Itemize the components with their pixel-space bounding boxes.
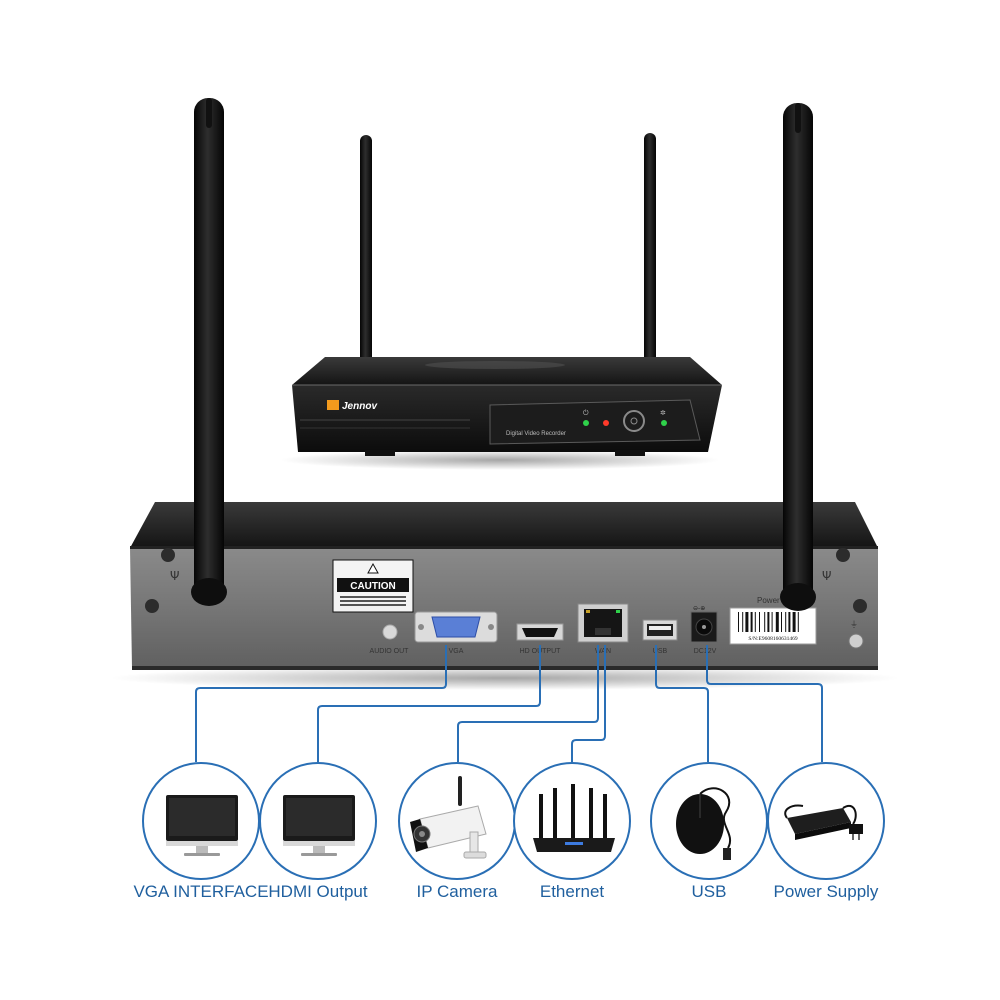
caution-sticker: CAUTION [332,559,414,613]
usb-port [642,619,678,641]
power-supply-label: Power Supply [773,882,879,901]
brand-name: Jennov [342,401,378,412]
dc-power-port: ⊖-⊕ [690,605,718,643]
usb-circle [650,762,768,880]
ip-camera-icon [410,776,487,859]
serial-label: S/N:E9608160631469 [748,636,797,642]
ethernet-label: Ethernet [539,882,605,901]
hdmi-line [317,645,541,762]
power-supply-circle [767,762,885,880]
network-led [661,420,667,426]
caution-title: CAUTION [350,581,396,592]
vga-interface-label: VGA INTERFACE [133,882,269,901]
dc12v-label: DC12V [694,648,717,655]
front-button [623,410,645,432]
ethernet-line [571,645,606,762]
monitor-icon [166,795,238,856]
mouse-icon [676,787,731,860]
antenna-front-right [783,103,813,603]
ethernet-circle [513,762,631,880]
antenna-back-right [644,133,656,365]
nvr-front-view: Jennov Digital Video Recorder ⏻ ✲ [280,133,722,470]
svg-text:⊖-⊕: ⊖-⊕ [693,605,705,612]
vga-label: VGA [449,648,464,655]
power-adapter-icon [784,804,863,840]
usb-label: USB [653,648,668,655]
svg-text:⏻: ⏻ [583,409,589,417]
hdmi-output-label: HDMI Output [268,882,368,901]
svg-text:Ψ: Ψ [170,569,179,583]
hdd-led [603,420,609,426]
wan-port [577,603,629,643]
usb-line [655,645,709,762]
router-icon [533,784,615,852]
hdmi-output-circle [259,762,377,880]
connection-lines [195,645,823,762]
svg-text:⏚: ⏚ [850,620,858,629]
monitor-icon [283,795,355,856]
usb-label-text: USB [691,882,727,901]
wan-label: WAN [595,648,611,655]
ip-camera-circle [398,762,516,880]
vga-line [195,645,447,762]
vga-port [414,611,498,643]
svg-text:Ψ: Ψ [822,569,831,583]
vga-interface-circle [142,762,260,880]
hdmi-port [516,623,564,641]
ground-screw [848,633,864,649]
power-led [583,420,589,426]
brand-logo-icon [327,400,339,410]
antenna-back-left [360,135,372,365]
antenna-front-left [194,98,224,598]
power-line [706,645,823,762]
svg-text:✲: ✲ [660,409,666,417]
nvr-rear-view: Ψ Ψ CAUTION AUDIO OUT VGA HD OUTPUT [110,98,900,690]
front-panel-text: Digital Video Recorder [506,431,566,437]
ip-camera-line [457,645,599,762]
audio-out-label: AUDIO OUT [370,648,410,655]
audio-out-port [382,624,398,640]
ip-camera-label: IP Camera [416,882,498,901]
serial-sticker: S/N:E9608160631469 [729,607,817,645]
power-label: Power [757,596,780,605]
